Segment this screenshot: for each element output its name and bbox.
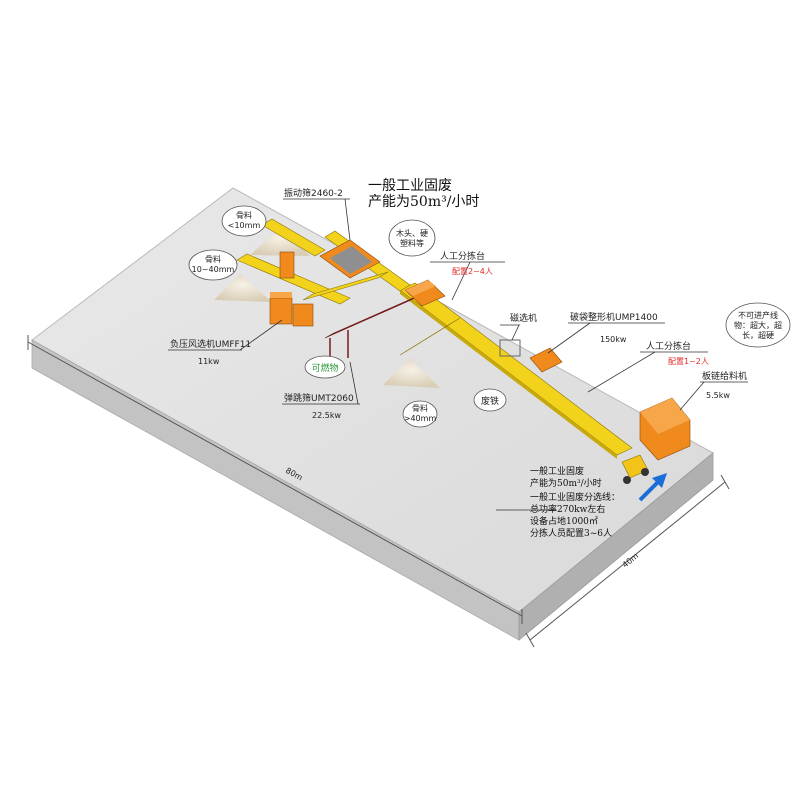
non-productive-label-3: 长，超硬 (742, 330, 774, 340)
summary-line3: 一般工业固废分选线： (530, 491, 620, 503)
summary-line5: 设备占地1000㎡ (530, 515, 598, 527)
callout-bubbles (188, 205, 791, 428)
small-aggregate-label-2: <10mm (228, 221, 261, 230)
bubble-large-aggregate (402, 400, 438, 428)
air-separator-power: 11kw (198, 357, 220, 366)
summary-line4: 总功率270kw左右 (530, 503, 605, 515)
bubble-mid-aggregate (188, 249, 238, 281)
title-line2: 产能为50m³/小时 (368, 194, 479, 210)
title-line1: 一般工业固废 (368, 178, 452, 194)
bounce-screen-label: 弹跳筛UMT2060 (284, 392, 354, 404)
bubble-small-aggregate (221, 205, 267, 237)
manual-sorting-2-label: 人工分拣台 (646, 340, 691, 352)
large-aggregate-label-2: >40mm (404, 414, 437, 423)
bag-breaker-power: 150kw (600, 335, 627, 344)
vibrating-screen-label: 振动筛2460-2 (284, 187, 343, 199)
mid-aggregate-label-1: 骨料 (205, 254, 221, 264)
chain-feeder-label: 板链给料机 (702, 370, 747, 382)
bubble-wood (388, 219, 436, 257)
chain-feeder-power: 5.5kw (706, 391, 730, 400)
manual-sorting-1-label: 人工分拣台 (440, 250, 485, 262)
bubble-combustibles (304, 355, 346, 379)
magnetic-separator-label: 磁选机 (510, 312, 537, 324)
manual-sorting-1-staff: 配置2~4人 (452, 267, 493, 276)
feed-direction-arrow (638, 473, 667, 502)
summary-line6: 分拣人员配置3~6人 (530, 527, 612, 539)
bubble-scrap-iron (473, 388, 507, 412)
wood-label-1: 木头、硬 (396, 228, 428, 238)
bounce-screen-power: 22.5kw (312, 411, 341, 420)
dimension-lines (27, 335, 730, 648)
mid-aggregate-label-2: 10~40mm (192, 265, 235, 274)
wood-label-2: 塑料等 (400, 238, 424, 248)
pile-large-aggregate (383, 358, 440, 388)
machines (269, 239, 691, 484)
large-aggregate-conveyor (399, 317, 461, 356)
material-piles (214, 226, 440, 388)
small-aggregate-conveyor (261, 218, 326, 257)
pile-mid-aggregate (214, 274, 272, 302)
air-separator-upper (279, 251, 295, 279)
combustibles-label: 可燃物 (311, 362, 338, 374)
pile-small-aggregate (250, 226, 310, 256)
bag-breaker-label: 破袋整形机UMP1400 (570, 311, 658, 323)
summary-line1: 一般工业固废 (530, 465, 584, 477)
bag-breaker-machine (529, 347, 563, 373)
non-productive-label-2: 物：超大，超 (734, 320, 782, 330)
air-separator-unit-1 (269, 297, 293, 325)
manual-sorting-2-staff: 配置1~2人 (668, 357, 709, 366)
air-separator-unit-2 (292, 303, 314, 327)
bubble-non-productive (725, 302, 791, 348)
summary-line2: 产能为50m³/小时 (530, 477, 602, 489)
small-aggregate-label-1: 骨料 (236, 210, 252, 220)
magnetic-separator-frame (499, 339, 521, 357)
large-aggregate-label-1: 骨料 (412, 403, 428, 413)
scrap-iron-label: 废铁 (481, 395, 499, 407)
leader-lines (168, 198, 748, 511)
air-separator-label: 负压风选机UMFF11 (170, 338, 251, 350)
non-productive-label-1: 不可进产线 (738, 310, 778, 320)
concrete-slab (31, 187, 714, 641)
